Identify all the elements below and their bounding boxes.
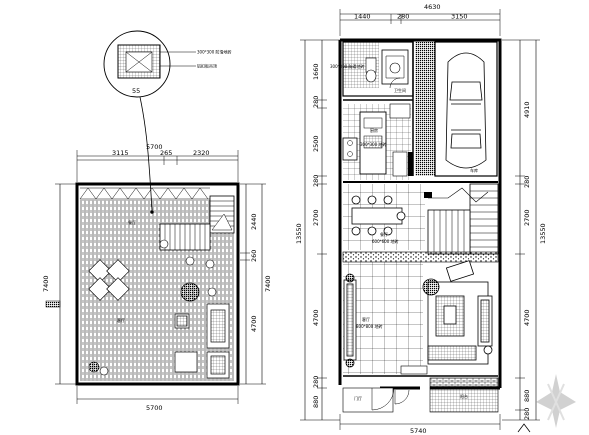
right-right-seg-2: 280 xyxy=(523,176,531,188)
right-left-seg-1: 1660 xyxy=(312,63,320,80)
left-right-seg-1: 2440 xyxy=(250,213,258,230)
watermark-logo xyxy=(536,374,576,428)
detail-circle xyxy=(103,30,171,98)
right-right-seg-6: 280 xyxy=(523,408,531,420)
detail-note-1: 300*300 防滑地砖 xyxy=(197,49,232,55)
left-round-rug xyxy=(180,282,200,302)
left-dining-set xyxy=(88,259,130,301)
right-living-furniture xyxy=(343,260,493,368)
right-room-entry: 门厅 xyxy=(354,395,362,401)
detail-callout: 300*300 防滑地砖 铝扣板吊顶 55 xyxy=(103,30,232,214)
left-sofa xyxy=(174,303,230,379)
right-left-seg-6: 4700 xyxy=(312,309,320,326)
left-floor-plan: 5700 3115 265 2320 xyxy=(42,143,272,412)
left-top-seg-2: 265 xyxy=(160,149,172,157)
balcony-strip xyxy=(429,377,499,389)
right-room-dining: 餐厅 xyxy=(380,231,388,237)
right-right-seg-4: 4700 xyxy=(523,309,531,326)
detail-label: 55 xyxy=(132,87,140,95)
right-room-garage: 车库 xyxy=(470,167,478,173)
right-left-seg-7: 280 xyxy=(312,376,320,388)
entry xyxy=(342,387,394,413)
left-bottom-total: 5700 xyxy=(146,404,163,412)
left-right-small: 260 xyxy=(250,250,258,262)
detail-note-2: 铝扣板吊顶 xyxy=(197,63,217,69)
left-balcony-rail xyxy=(79,187,210,200)
right-note-4: 800*800 地砖 xyxy=(356,323,383,329)
right-top-seg-2: 280 xyxy=(397,13,409,21)
right-right-seg-5: 880 xyxy=(523,390,531,402)
balcony xyxy=(429,387,499,413)
right-right-seg-3: 2700 xyxy=(523,209,531,226)
right-room-bath: 卫生间 xyxy=(394,87,406,93)
right-bottom-total: 5740 xyxy=(410,427,427,435)
right-left-seg-8: 880 xyxy=(312,396,320,408)
left-height-total: 7400 xyxy=(42,275,50,292)
right-top-seg-1: 1440 xyxy=(354,13,371,21)
threshold-band xyxy=(342,251,499,263)
right-floor-plan: 4630 1440 280 3150 车库 300*300 防滑地砖 卫生间 xyxy=(295,3,547,435)
right-note-2: 300*300 地砖 xyxy=(360,141,387,147)
right-note-3: 600*600 地砖 xyxy=(372,238,399,244)
left-top-seg-3: 2320 xyxy=(193,149,210,157)
north-arrow-icon xyxy=(517,423,531,433)
right-top-total: 4630 xyxy=(424,3,441,11)
right-room-kitchen: 厨房 xyxy=(370,127,378,133)
right-right-total: 13550 xyxy=(539,223,547,244)
detail-room xyxy=(117,44,161,79)
left-room-label-2: 客厅 xyxy=(117,317,125,323)
right-left-seg-2: 280 xyxy=(312,96,320,108)
detail-leader xyxy=(139,96,153,211)
right-room-living: 客厅 xyxy=(362,316,370,322)
left-right-seg-2: 4700 xyxy=(250,315,258,332)
left-room-label-1: 餐厅 xyxy=(128,219,136,225)
left-outer-wall xyxy=(75,182,240,386)
left-top-seg-1: 3115 xyxy=(112,149,129,157)
right-left-seg-4: 280 xyxy=(312,175,320,187)
right-room-balcony: 阳台 xyxy=(460,393,468,399)
left-top-total: 5700 xyxy=(146,143,163,151)
right-outer-wall xyxy=(338,38,502,390)
right-note-1: 300*300 防滑地砖 xyxy=(330,63,365,69)
right-dining-set xyxy=(351,195,406,236)
left-stair xyxy=(159,195,235,251)
right-top-seg-3: 3150 xyxy=(451,13,468,21)
section-marker xyxy=(45,300,61,308)
garage-strip xyxy=(415,42,435,176)
left-right-total: 7400 xyxy=(264,275,272,292)
right-stair xyxy=(424,183,499,255)
right-left-seg-3: 2500 xyxy=(312,135,320,152)
right-left-total: 13550 xyxy=(295,223,303,244)
right-left-seg-5: 2700 xyxy=(312,209,320,226)
car xyxy=(445,52,487,169)
right-right-seg-1: 4910 xyxy=(523,101,531,118)
